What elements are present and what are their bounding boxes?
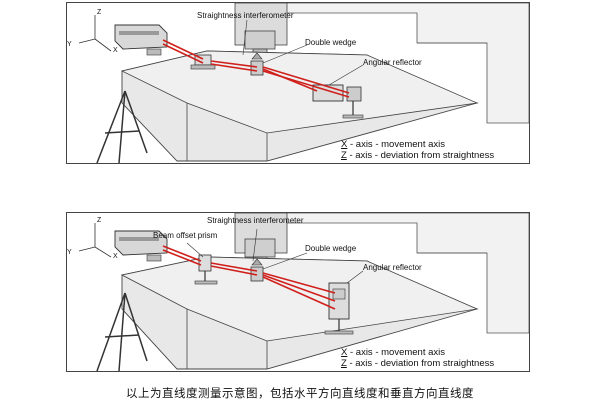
label-double-wedge: Double wedge xyxy=(305,244,357,253)
machine-drawing xyxy=(78,213,529,371)
axis-x-label: X xyxy=(113,47,118,54)
laser-beam xyxy=(162,245,336,310)
label-beam-offset-prism: Beam offset prism xyxy=(153,231,218,240)
laser-head xyxy=(114,230,168,262)
axis-symbol xyxy=(78,223,112,258)
tripod xyxy=(96,292,148,371)
legend-item-z: Z - axis - deviation from straightness xyxy=(341,150,495,161)
laser-beam xyxy=(162,39,350,98)
legend: X - axis - movement axis Z - axis - devi… xyxy=(341,139,494,161)
straightness-interferometer xyxy=(190,54,216,70)
legend-item-x: X - axis - movement axis xyxy=(341,347,446,358)
laser-head xyxy=(114,24,168,56)
legend-item-x: X - axis - movement axis xyxy=(341,139,446,150)
axis-x-label: X xyxy=(113,253,118,260)
label-interferometer: Straightness interferometer xyxy=(207,216,304,225)
machine-drawing xyxy=(78,3,529,163)
axis-symbol xyxy=(78,15,112,52)
axis-y-label: Y xyxy=(67,249,72,256)
double-wedge xyxy=(250,52,264,76)
diagram-panel-vertical: Straightness interferometer Beam offset … xyxy=(66,212,530,372)
legend: X - axis - movement axis Z - axis - devi… xyxy=(341,347,494,369)
label-double-wedge: Double wedge xyxy=(305,38,357,47)
axis-y-label: Y xyxy=(67,41,72,48)
legend-item-z: Z - axis - deviation from straightness xyxy=(341,358,495,369)
tripod xyxy=(96,90,148,163)
label-interferometer: Straightness interferometer xyxy=(197,11,294,20)
label-angular-reflector: Angular reflector xyxy=(363,263,422,272)
figure-caption: 以上为直线度测量示意图，包括水平方向直线度和垂直方向直线度 xyxy=(126,386,474,400)
label-angular-reflector: Angular reflector xyxy=(363,58,422,67)
diagram-panel-horizontal: Straightness interferometer Double wedge… xyxy=(66,2,530,164)
axis-z-label: Z xyxy=(97,9,102,16)
axis-z-label: Z xyxy=(97,217,102,224)
